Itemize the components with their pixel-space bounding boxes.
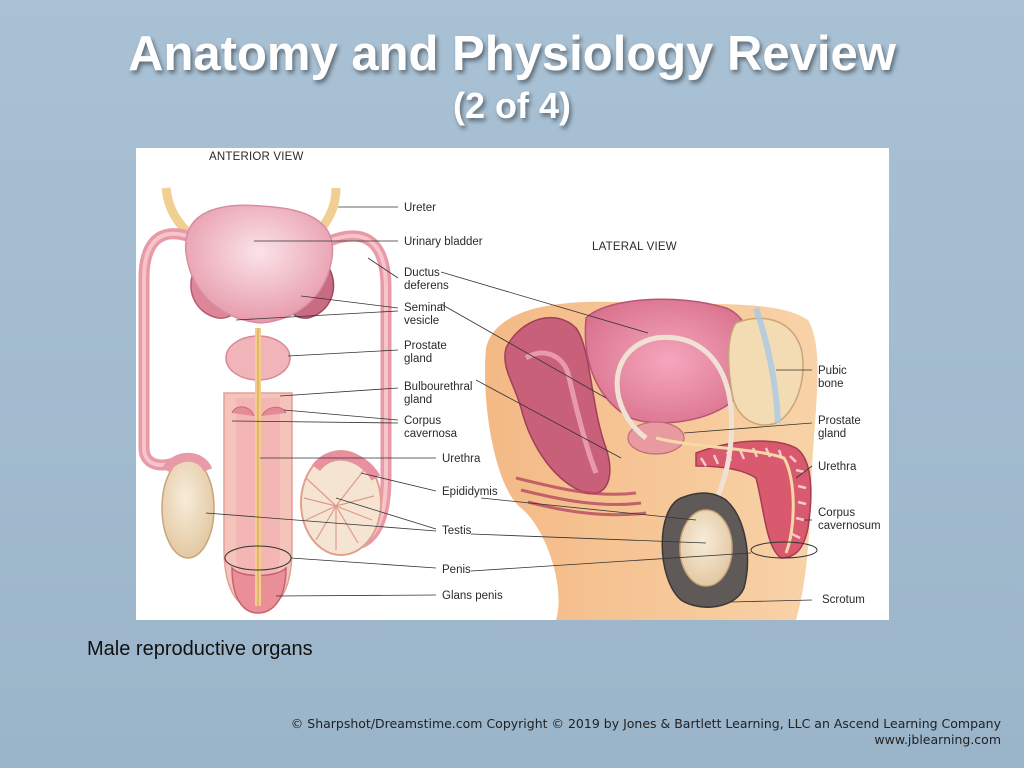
credit-line-2: www.jblearning.com	[874, 732, 1001, 747]
lateral-view-label: LATERAL VIEW	[592, 241, 677, 253]
label-testis: Testis	[442, 525, 472, 537]
label-penis: Penis	[442, 564, 471, 576]
label-lateral-urethra: Urethra	[818, 461, 857, 473]
lateral-view: LATERAL VIEW	[440, 241, 881, 620]
label-glans-penis: Glans penis	[442, 590, 503, 602]
anatomy-figure: ANTERIOR VIEW	[136, 148, 889, 620]
label-seminal-vesicle-2: vesicle	[404, 315, 439, 327]
label-lateral-prostate-2: gland	[818, 428, 846, 440]
anterior-view: ANTERIOR VIEW	[138, 151, 503, 614]
testis-cross-section	[300, 450, 382, 556]
rectum	[504, 317, 611, 495]
anatomy-illustration: ANTERIOR VIEW	[138, 151, 881, 620]
figure-caption: Male reproductive organs	[87, 638, 313, 660]
label-bulbourethral-2: gland	[404, 394, 432, 406]
lateral-ductus-deferens	[614, 334, 735, 520]
label-bulbourethral-1: Bulbourethral	[404, 381, 472, 393]
lateral-labels: Pubic bone Prostate gland Urethra Corpus…	[440, 271, 881, 606]
label-ureter: Ureter	[404, 202, 436, 214]
label-corpus-cavernosum-2: cavernosum	[818, 520, 881, 532]
label-pubic-bone-2: bone	[818, 378, 844, 390]
anterior-labels: Ureter Urinary bladder Ductus deferens S…	[205, 202, 503, 602]
label-corpus-cavernosum-1: Corpus	[818, 507, 855, 519]
label-scrotum: Scrotum	[822, 594, 865, 606]
copyright-credit: © Sharpshot/Dreamstime.com Copyright © 2…	[291, 716, 1001, 748]
label-ductus-deferens-2: deferens	[404, 280, 449, 292]
label-prostate-gland-1: Prostate	[404, 340, 447, 352]
label-corpus-cavernosa-2: cavernosa	[404, 428, 458, 440]
lateral-testis	[679, 509, 733, 587]
label-lateral-prostate-1: Prostate	[818, 415, 861, 427]
lateral-urethra	[655, 436, 795, 554]
urinary-bladder	[185, 204, 334, 324]
slide-subtitle: (2 of 4)	[452, 85, 571, 126]
label-pubic-bone-1: Pubic	[818, 365, 847, 377]
label-epididymis: Epididymis	[442, 486, 498, 498]
anterior-view-label: ANTERIOR VIEW	[209, 151, 304, 163]
testis-left	[161, 457, 215, 559]
slide-title: Anatomy and Physiology Review	[128, 27, 896, 81]
credit-line-1: © Sharpshot/Dreamstime.com Copyright © 2…	[290, 716, 1001, 731]
label-seminal-vesicle-1: Seminal	[404, 302, 446, 314]
label-urethra: Urethra	[442, 453, 481, 465]
label-corpus-cavernosa-1: Corpus	[404, 415, 441, 427]
label-urinary-bladder: Urinary bladder	[404, 236, 483, 248]
epididymis-left	[162, 452, 213, 473]
label-prostate-gland-2: gland	[404, 353, 432, 365]
lateral-penis	[695, 440, 812, 559]
label-ductus-deferens-1: Ductus	[404, 267, 440, 279]
